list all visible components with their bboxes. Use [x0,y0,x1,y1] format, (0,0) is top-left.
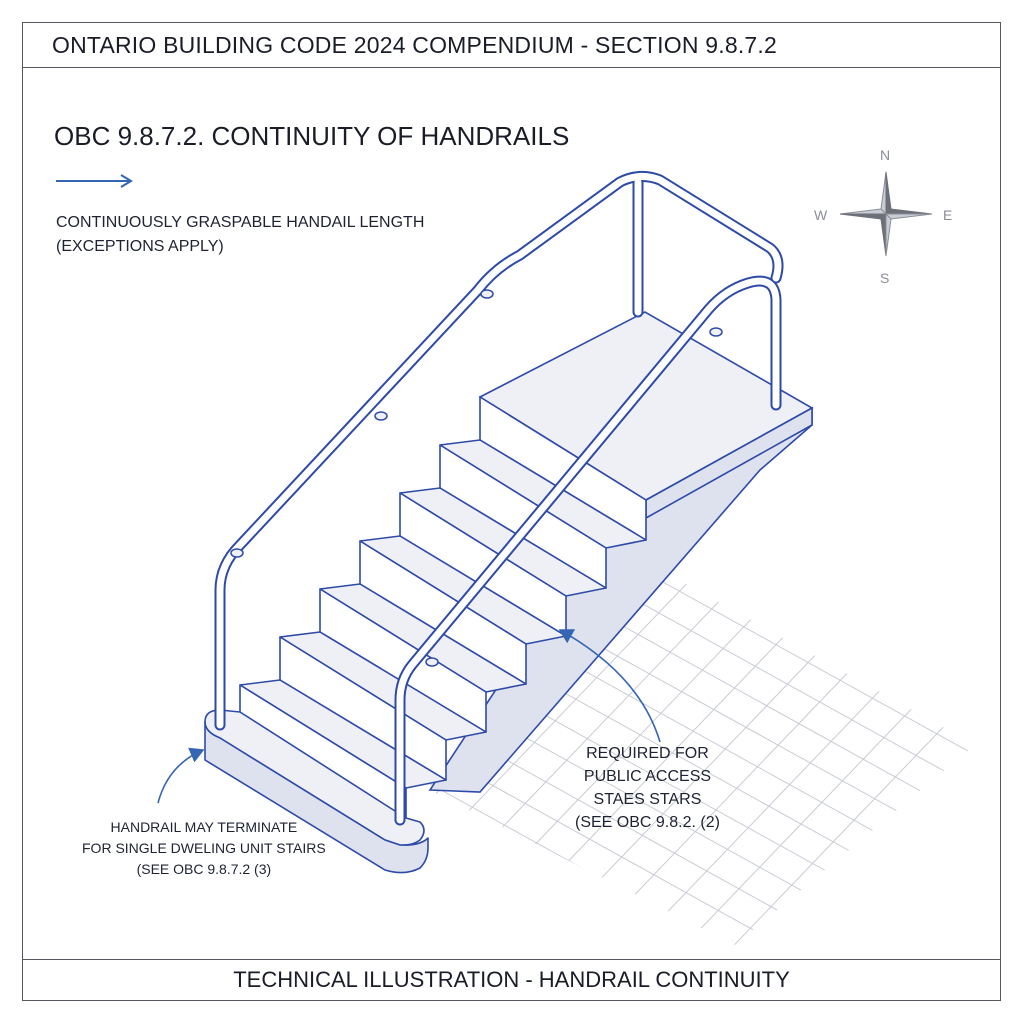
footer-bar: TECHNICAL ILLUSTRATION - HANDRAIL CONTIN… [22,959,1001,1001]
drawing-frame [22,22,1001,1001]
note-handrail-terminate: HANDRAIL MAY TERMINATE FOR SINGLE DWELIN… [82,817,326,880]
section-title: OBC 9.8.7.2. CONTINUITY OF HANDRAILS [54,121,570,151]
compass-west-label: W [814,207,828,223]
note-line: HANDRAIL MAY TERMINATE [110,819,298,835]
header-bar: ONTARIO BUILDING CODE 2024 COMPENDIUM - … [22,22,1001,68]
note-handrail-length: CONTINUOUSLY GRASPABLE HANDAIL LENGTH (E… [56,211,424,259]
note-line: CONTINUOUSLY GRASPABLE HANDAIL LENGTH [56,214,425,231]
note-line: (SEE OBC 9.8.2. (2) [575,814,720,831]
compass-rose-icon [839,171,933,257]
footer-title: TECHNICAL ILLUSTRATION - HANDRAIL CONTIN… [233,967,790,992]
compass-east-label: E [943,207,953,223]
note-line: PUBLIC ACCESS [583,768,712,785]
compass-south-label: S [880,270,890,286]
compass-north-label: N [880,147,891,163]
arrow-right-icon [56,174,133,188]
header-title: ONTARIO BUILDING CODE 2024 COMPENDIUM - … [52,32,777,58]
handrails [214,171,784,826]
note-line: REQUIRED FOR [586,745,709,762]
note-required-public: REQUIRED FOR PUBLIC ACCESS STAES STARS (… [575,742,720,834]
note-line: (EXCEPTIONS APPLY) [56,238,224,255]
note-line: STAES STARS [593,791,702,808]
leader-arrow-terminate [157,747,205,804]
note-line: FOR SINGLE DWELING UNIT STAIRS [82,840,326,856]
leader-arrow-required [558,629,661,743]
note-line: (SEE OBC 9.8.7.2 (3) [136,861,272,877]
